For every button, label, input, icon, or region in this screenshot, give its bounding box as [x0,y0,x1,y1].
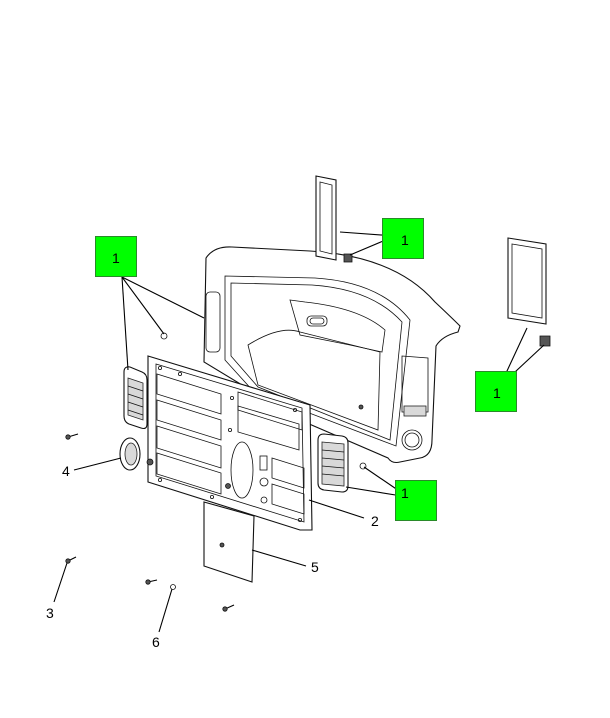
upper-vent-frame [315,175,353,263]
right-vent-frame [507,237,551,347]
trim-ring [119,437,141,471]
callout-label: 1 [112,250,120,266]
instrument-panel-housing [203,246,461,464]
part-number-4: 4 [62,463,70,479]
callout-1-center-vent[interactable]: 1 [395,480,437,521]
part-number-3: 3 [46,605,54,621]
left-air-vent [123,366,148,430]
callout-label: 1 [401,485,409,501]
callout-label: 1 [493,385,501,401]
part-number-5: 5 [311,559,319,575]
part-number-2: 2 [371,513,379,529]
lower-cover-panel [203,501,255,583]
center-air-vent [317,433,349,493]
callout-1-upper-vent[interactable]: 1 [382,218,424,259]
callout-label: 1 [401,232,409,248]
part-number-6: 6 [152,634,160,650]
callout-1-right-vent[interactable]: 1 [475,371,517,412]
screws [65,433,235,612]
callout-1-left-vent[interactable]: 1 [95,236,137,277]
mounting-plate [146,355,313,531]
clip-left [160,332,168,340]
clip-center [359,462,367,470]
